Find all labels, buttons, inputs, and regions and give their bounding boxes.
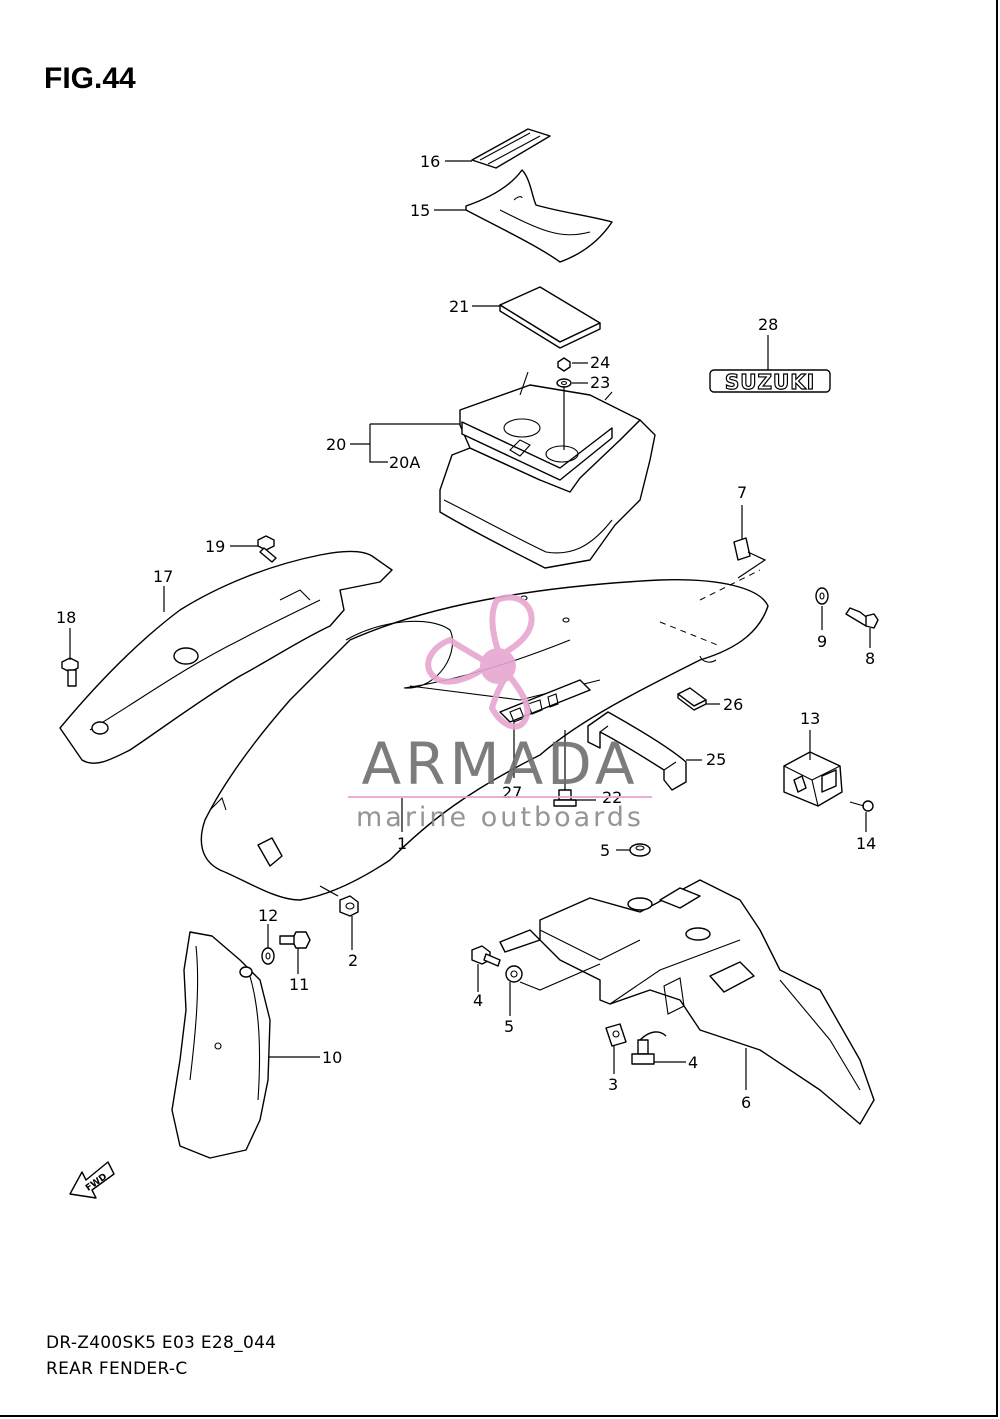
part-3-clip-nut	[605, 1023, 627, 1047]
callout-5-top: 5	[600, 841, 610, 860]
callout-11: 11	[289, 975, 309, 994]
part-10-mud-flap	[171, 931, 271, 1159]
part-18-bolt	[61, 657, 79, 687]
part-21-pad	[499, 286, 601, 349]
part-14-screw	[849, 800, 874, 812]
callout-4-left: 4	[473, 991, 483, 1010]
part-4-bolt-left	[471, 945, 501, 967]
callout-26: 26	[723, 695, 743, 714]
part-15-tool-bag	[465, 169, 613, 263]
callout-16: 16	[420, 152, 440, 171]
callout-14: 14	[856, 834, 876, 853]
part-1-rear-fender	[200, 569, 769, 901]
callout-2: 2	[348, 951, 358, 970]
model-code: DR-Z400SK5 E03 E28_044	[46, 1333, 277, 1353]
callout-7: 7	[737, 483, 747, 502]
part-6-fender-bracket	[499, 879, 875, 1125]
callout-12: 12	[258, 906, 278, 925]
callout-24: 24	[590, 353, 610, 372]
callout-8: 8	[865, 649, 875, 668]
callout-5-lower: 5	[504, 1017, 514, 1036]
fwd-arrow-icon: FWD	[69, 1161, 115, 1199]
leader-lines	[69, 160, 871, 1090]
callout-10: 10	[322, 1048, 342, 1067]
callout-4-lower: 4	[688, 1053, 698, 1072]
part-28-suzuki-emblem: SUZUKI	[709, 369, 831, 395]
callout-9: 9	[817, 632, 827, 651]
figure-title: FIG.44	[44, 62, 136, 95]
part-20-tool-box	[459, 371, 641, 493]
callout-17: 17	[153, 567, 173, 586]
part-2-bolt	[339, 895, 359, 917]
suzuki-emblem-text: SUZUKI	[725, 370, 815, 394]
callout-15: 15	[410, 201, 430, 220]
part-8-bolt	[845, 607, 879, 629]
callout-20a: 20A	[389, 453, 420, 472]
watermark-tagline: marine outboards	[356, 802, 644, 833]
callout-25: 25	[706, 750, 726, 769]
watermark-brand: ARMADA	[361, 730, 638, 798]
part-4-bolt-lower	[631, 1039, 655, 1065]
callout-1: 1	[397, 834, 407, 853]
callout-28: 28	[758, 315, 778, 334]
callout-18: 18	[56, 608, 76, 627]
part-26-reflector	[677, 687, 707, 711]
part-19-bolt	[257, 535, 277, 563]
callout-6: 6	[741, 1093, 751, 1112]
callout-13: 13	[800, 709, 820, 728]
part-7-clip	[733, 537, 767, 579]
callout-23: 23	[590, 373, 610, 392]
part-11-bolt	[279, 931, 311, 949]
callout-19: 19	[205, 537, 225, 556]
section-name: REAR FENDER-C	[46, 1359, 188, 1379]
armada-propeller-logo-icon	[425, 594, 535, 730]
part-5-grommet-top	[629, 843, 651, 857]
callout-21: 21	[449, 297, 469, 316]
armada-watermark: ARMADA marine outboards	[348, 594, 652, 833]
part-13-relay	[783, 751, 843, 807]
part-9-washer	[815, 587, 829, 605]
part-24-nut	[557, 357, 571, 372]
callout-labels: 16 15 21 28 24 23 20 20A 7 19 17 18 9 8 …	[56, 152, 876, 1112]
callout-20: 20	[326, 435, 346, 454]
part-12-washer	[261, 947, 275, 965]
callout-3: 3	[608, 1075, 618, 1094]
part-5-grommet-lower	[505, 965, 523, 983]
part-17-side-cover	[59, 550, 393, 764]
part-23-washer	[556, 378, 572, 388]
part-25-grab-handle	[587, 711, 687, 791]
part-16-strap	[471, 128, 551, 169]
